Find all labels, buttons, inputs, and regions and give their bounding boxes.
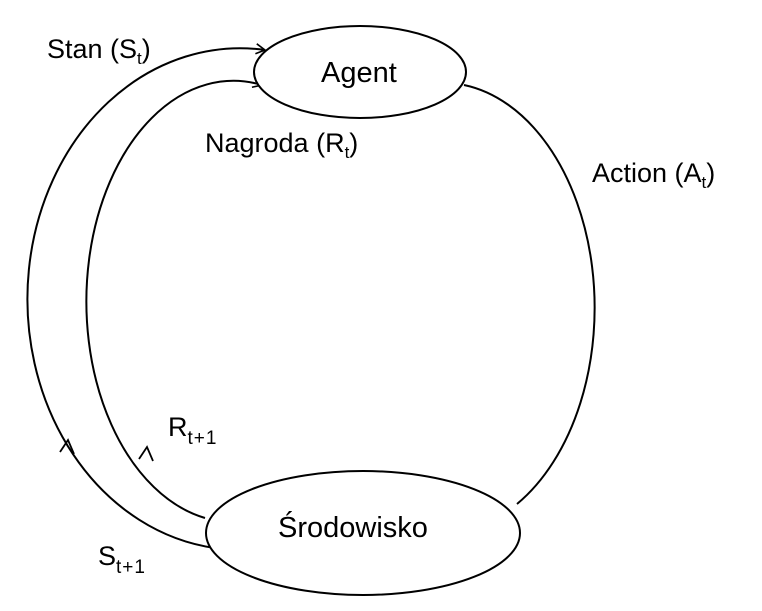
environment-node: [205, 470, 521, 596]
next-reward-label: Rt+1: [168, 412, 218, 449]
state-arc: [26, 43, 267, 549]
next-state-label-text: S: [98, 541, 117, 571]
agent-node: [253, 25, 467, 119]
reward-label-close: ): [349, 128, 359, 158]
state-label-text: Stan (S: [47, 34, 138, 64]
state-label: Stan (St): [47, 34, 151, 68]
state-label-sub: t: [137, 49, 142, 68]
next-reward-label-sub: t+1: [187, 428, 218, 449]
reward-next-arrowhead: [138, 445, 154, 462]
reward-label: Nagroda (Rt): [205, 128, 359, 162]
next-state-label-sub: t+1: [116, 557, 146, 578]
state-next-arrowhead: [59, 438, 75, 455]
action-label-text: Action (A: [592, 158, 702, 188]
action-arc: [463, 84, 596, 505]
state-label-close: ): [141, 34, 151, 64]
action-label: Action (At): [592, 158, 716, 192]
action-label-sub: t: [701, 173, 707, 192]
next-state-label: St+1: [98, 541, 146, 578]
next-reward-label-text: R: [168, 412, 188, 442]
reward-arc: [85, 77, 264, 519]
environment-label: Środowisko: [278, 512, 428, 544]
agent-label: Agent: [321, 57, 397, 89]
reward-label-sub: t: [344, 143, 350, 162]
action-label-close: ): [706, 158, 716, 188]
reward-label-text: Nagroda (R: [205, 128, 345, 158]
